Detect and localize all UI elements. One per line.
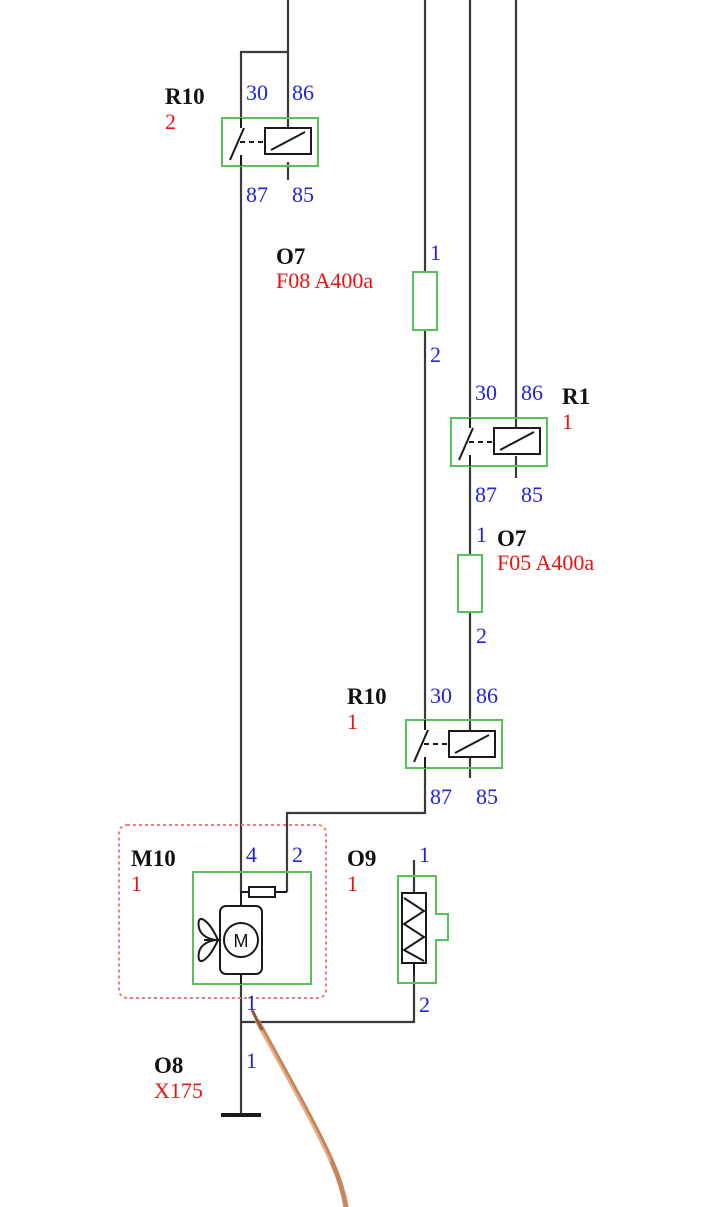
relay-icon <box>413 720 496 768</box>
o9-ref: O9 <box>347 846 376 871</box>
fuse-o7-mid[interactable]: O7 F05 A400a 1 2 <box>457 522 594 648</box>
m10-sub: 1 <box>131 871 142 896</box>
r1-ref: R1 <box>562 384 590 409</box>
fuse-icon <box>412 271 438 331</box>
o9-pin-1: 1 <box>419 842 430 867</box>
r10-top-sub: 2 <box>165 109 176 134</box>
relay-icon <box>458 418 541 466</box>
m10-pin-2: 2 <box>292 842 303 867</box>
r10-top-pin-85: 85 <box>292 182 314 207</box>
o8-sub: X175 <box>154 1078 203 1103</box>
test-probe-icon[interactable] <box>250 1009 349 1207</box>
fuse-icon <box>457 554 483 613</box>
m10-ref: M10 <box>131 846 176 871</box>
r10-bottom-ref: R10 <box>347 684 387 709</box>
o7-mid-pin-2: 2 <box>476 623 487 648</box>
r10-top-pin-87: 87 <box>246 182 268 207</box>
wire-o9-to-ground[interactable] <box>241 975 416 1024</box>
r10-bottom-pin-87: 87 <box>430 784 452 809</box>
motor-m10[interactable]: M M10 1 4 2 1 <box>118 824 327 1015</box>
heater-icon <box>401 892 427 975</box>
wires <box>239 0 518 1115</box>
r1-pin-30: 30 <box>475 380 497 405</box>
r10-bottom-pin-30: 30 <box>430 683 452 708</box>
r1-pin-85: 85 <box>521 482 543 507</box>
heater-o9[interactable]: O9 1 1 2 <box>347 842 449 1017</box>
fan-icon <box>197 917 220 963</box>
m10-pin-1: 1 <box>246 990 257 1015</box>
m10-module-outline <box>118 824 327 999</box>
r10-top-pin-86: 86 <box>292 80 314 105</box>
relay-r1-box <box>450 417 548 467</box>
relay-r10-top-box <box>221 117 319 167</box>
o9-pin-2: 2 <box>419 992 430 1017</box>
o9-box <box>397 875 449 984</box>
r10-bottom-pin-85: 85 <box>476 784 498 809</box>
motor-icon: M <box>219 905 263 984</box>
o7-mid-ref: O7 <box>497 526 526 551</box>
o9-sub: 1 <box>347 871 358 896</box>
r10-bottom-sub: 1 <box>347 709 358 734</box>
o7-top-pin-1: 1 <box>430 240 441 265</box>
m10-motor-symbol: M <box>234 931 249 951</box>
relay-r1[interactable]: R1 1 30 86 87 85 <box>450 380 590 507</box>
o8-ref: O8 <box>154 1053 183 1078</box>
o7-mid-pin-1: 1 <box>476 522 487 547</box>
wire-a[interactable] <box>239 0 290 118</box>
r10-bottom-pin-86: 86 <box>476 683 498 708</box>
o8-pin-1: 1 <box>246 1048 257 1073</box>
relay-r10-bottom[interactable]: R10 1 30 86 87 85 <box>347 683 503 809</box>
m10-box <box>192 871 312 985</box>
ground-o8[interactable]: O8 X175 1 <box>154 1048 261 1117</box>
m10-resistor <box>248 886 276 898</box>
relay-r10-bottom-box <box>405 719 503 769</box>
r1-pin-86: 86 <box>521 380 543 405</box>
o7-top-pin-2: 2 <box>430 342 441 367</box>
o7-top-sub: F08 A400a <box>276 268 373 293</box>
relay-icon <box>229 118 312 166</box>
m10-pin-4: 4 <box>246 842 257 867</box>
r10-top-ref: R10 <box>165 84 205 109</box>
relay-r10-top[interactable]: R10 2 30 86 87 85 <box>165 80 319 207</box>
o7-mid-sub: F05 A400a <box>497 550 594 575</box>
r1-sub: 1 <box>562 409 573 434</box>
r10-top-pin-30: 30 <box>246 80 268 105</box>
fuse-o7-top[interactable]: O7 F08 A400a 1 2 <box>276 240 441 367</box>
o7-top-ref: O7 <box>276 244 305 269</box>
wire-r10-bottom-87-to-m10[interactable] <box>285 766 427 892</box>
r1-pin-87: 87 <box>475 482 497 507</box>
